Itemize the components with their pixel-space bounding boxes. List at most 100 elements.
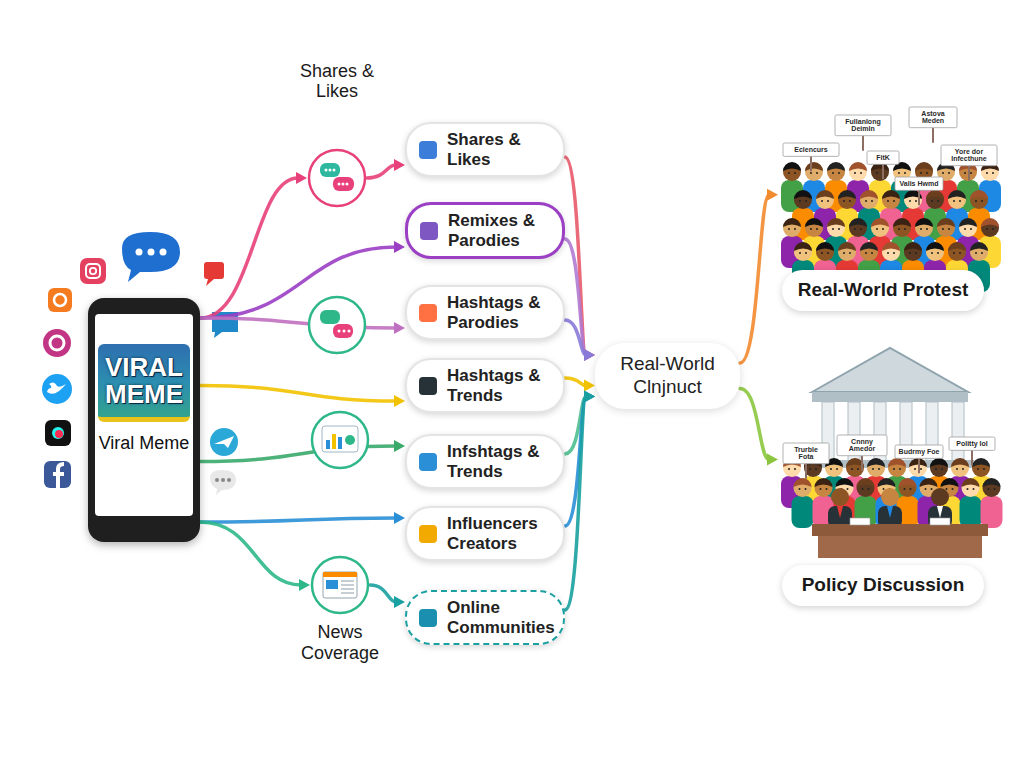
sign-board bbox=[949, 437, 995, 450]
news-line bbox=[341, 592, 354, 594]
person-eye bbox=[986, 172, 988, 174]
pill-node: Online Communities bbox=[405, 590, 565, 645]
person-eye bbox=[836, 468, 838, 470]
social-icons-part bbox=[47, 382, 66, 393]
person-hair bbox=[827, 162, 845, 171]
phone-screen: VIRAL MEMEViral Meme bbox=[95, 314, 193, 516]
person-eye bbox=[910, 488, 912, 490]
person-eye bbox=[860, 228, 862, 230]
person-head bbox=[909, 459, 927, 477]
person-eye bbox=[904, 172, 906, 174]
person-eye bbox=[832, 172, 834, 174]
meme-badge: VIRAL MEME bbox=[98, 344, 190, 422]
person-eye bbox=[962, 468, 964, 470]
person-eye bbox=[926, 228, 928, 230]
social-icons-part bbox=[86, 264, 100, 278]
social-icons-part bbox=[215, 478, 219, 482]
person-eye bbox=[959, 200, 961, 202]
chat-circle-part bbox=[333, 324, 353, 338]
social-icons-part bbox=[50, 336, 64, 350]
person-hair bbox=[904, 242, 922, 251]
person-eye bbox=[904, 228, 906, 230]
chat-circle-part bbox=[343, 330, 346, 333]
person-hair bbox=[981, 218, 999, 227]
person-eye bbox=[931, 488, 933, 490]
sign-stick bbox=[968, 166, 970, 181]
person-hair bbox=[970, 242, 988, 251]
social-icons-part bbox=[53, 462, 64, 488]
person-head bbox=[882, 243, 900, 261]
social-icons-part bbox=[90, 268, 96, 274]
person-hair bbox=[857, 478, 875, 487]
chat-circle bbox=[309, 297, 365, 353]
person-eye bbox=[794, 172, 796, 174]
person-eye bbox=[953, 200, 955, 202]
person-eye bbox=[935, 468, 937, 470]
flow-connector bbox=[367, 165, 396, 178]
arrow-head bbox=[299, 579, 310, 591]
chat-dot bbox=[329, 169, 332, 172]
person-head bbox=[783, 163, 801, 181]
official-suit bbox=[928, 506, 952, 528]
person-head bbox=[794, 479, 812, 497]
person-hair bbox=[915, 218, 933, 227]
person-body bbox=[981, 496, 1003, 528]
pill-node: Influencers Creators bbox=[405, 506, 565, 561]
person-head bbox=[948, 243, 966, 261]
sign-text: Fullanlong Deimln bbox=[838, 118, 888, 133]
person-eye bbox=[820, 488, 822, 490]
person-eye bbox=[946, 488, 948, 490]
person-head bbox=[962, 479, 980, 497]
pill-icon bbox=[420, 222, 438, 240]
person-eye bbox=[898, 172, 900, 174]
person-head bbox=[794, 191, 812, 209]
person-eye bbox=[904, 488, 906, 490]
social-icons-part bbox=[54, 294, 66, 306]
person-hair bbox=[849, 162, 867, 171]
sign-stick bbox=[810, 156, 812, 171]
person-body bbox=[960, 496, 982, 528]
social-icons-part bbox=[45, 420, 71, 446]
social-icons-part bbox=[210, 470, 236, 495]
sign-stick bbox=[862, 136, 864, 151]
social-icons-part bbox=[221, 478, 225, 482]
sign-stick bbox=[918, 458, 920, 473]
person-hair bbox=[972, 458, 990, 467]
social-icons-part bbox=[43, 329, 71, 357]
person-head bbox=[827, 163, 845, 181]
person-eye bbox=[832, 228, 834, 230]
pill-icon bbox=[419, 304, 437, 322]
social-icons-part bbox=[80, 258, 106, 284]
person-eye bbox=[920, 468, 922, 470]
flow-connector bbox=[740, 195, 769, 363]
social-icons-part bbox=[210, 428, 238, 456]
person-head bbox=[904, 243, 922, 261]
person-head bbox=[930, 459, 948, 477]
pill-node: Hashtags & Trends bbox=[405, 358, 565, 413]
officials bbox=[828, 488, 952, 528]
person-eye bbox=[816, 228, 818, 230]
person-hair bbox=[805, 162, 823, 171]
person-eye bbox=[942, 228, 944, 230]
arrow-head bbox=[296, 172, 307, 184]
person-head bbox=[983, 479, 1001, 497]
person-eye bbox=[931, 252, 933, 254]
person-head bbox=[904, 191, 922, 209]
sign-stick bbox=[918, 190, 920, 205]
person-head bbox=[867, 459, 885, 477]
official-tie bbox=[937, 506, 943, 518]
person-eye bbox=[865, 252, 867, 254]
pill-node: Hashtags & Parodies bbox=[405, 285, 565, 340]
person-hair bbox=[962, 478, 980, 487]
official-tie bbox=[837, 506, 843, 518]
government-building-part bbox=[952, 402, 964, 462]
sign-text: FitK bbox=[870, 154, 896, 161]
circle-outline bbox=[310, 555, 370, 615]
flow-connector bbox=[565, 320, 586, 355]
social-icons-part bbox=[122, 232, 180, 282]
person-head bbox=[783, 219, 801, 237]
arrow-head bbox=[584, 391, 595, 403]
government-building-part bbox=[812, 392, 968, 402]
person-head bbox=[816, 191, 834, 209]
chat-dot bbox=[325, 169, 328, 172]
